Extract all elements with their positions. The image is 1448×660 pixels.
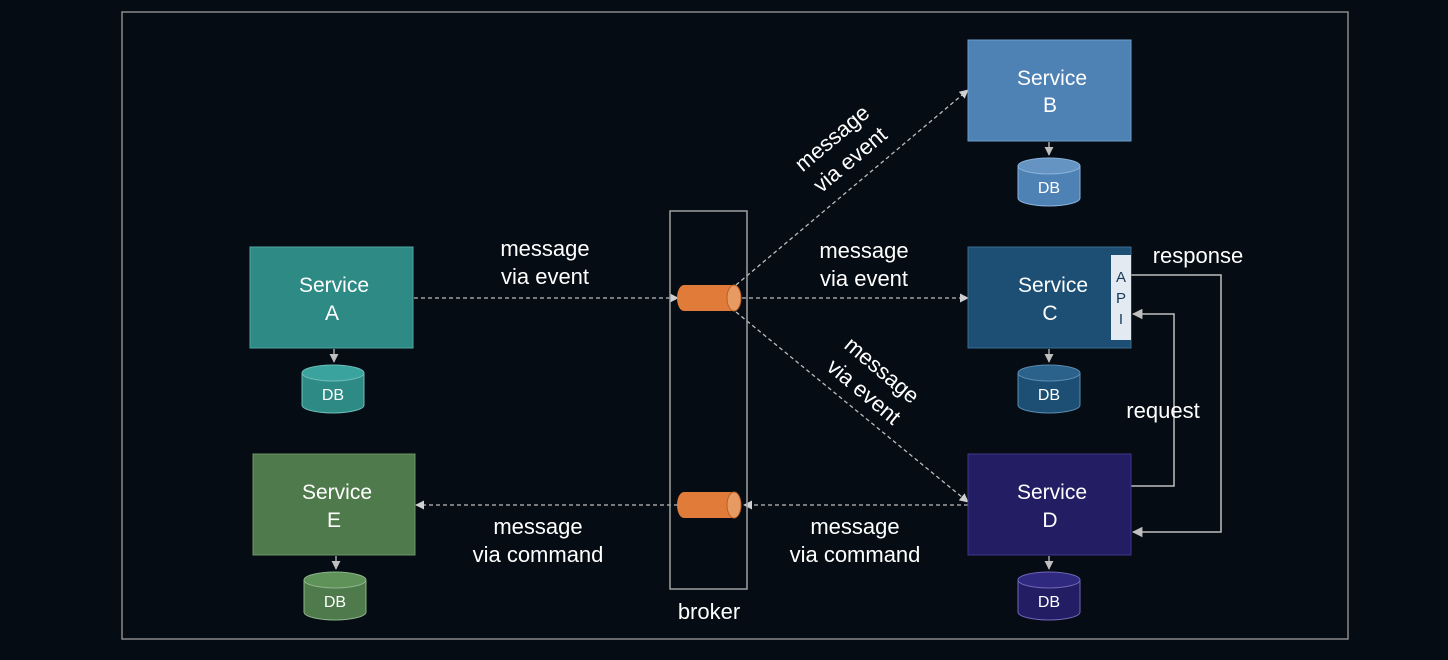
db-connectors bbox=[329, 142, 1054, 570]
response-label: response bbox=[1153, 243, 1244, 268]
broker-box bbox=[669, 210, 748, 590]
service-e-name: Service bbox=[302, 481, 372, 504]
label-broker-to-b: message via event bbox=[790, 100, 892, 198]
connectors bbox=[414, 89, 969, 510]
response-path bbox=[1131, 274, 1222, 538]
database-c: DB bbox=[1017, 364, 1081, 414]
database-b: DB bbox=[1017, 157, 1081, 207]
outer-frame bbox=[121, 11, 1349, 640]
service-b-name: Service bbox=[1017, 67, 1087, 90]
database-e-label: DB bbox=[324, 594, 346, 611]
arrow-broker-to-b bbox=[735, 89, 969, 286]
svg-text:via event: via event bbox=[820, 266, 908, 291]
database-c-label: DB bbox=[1038, 387, 1060, 404]
api-letter-i: I bbox=[1119, 311, 1123, 328]
service-e-box bbox=[252, 453, 416, 556]
queue-bottom bbox=[677, 491, 742, 519]
service-a-letter: A bbox=[325, 302, 339, 325]
label-a-to-broker: message via event bbox=[500, 236, 589, 289]
svg-text:via command: via command bbox=[790, 542, 921, 567]
arrow-broker-to-d bbox=[735, 311, 969, 503]
service-e: Service E bbox=[252, 453, 416, 556]
queue-top bbox=[677, 284, 742, 312]
api-loops bbox=[1131, 274, 1222, 538]
label-broker-to-e: message via command bbox=[473, 514, 604, 567]
service-d-name: Service bbox=[1017, 481, 1087, 504]
broker: broker bbox=[669, 210, 748, 624]
service-b-letter: B bbox=[1043, 94, 1057, 117]
service-c-letter: C bbox=[1042, 302, 1057, 325]
svg-text:message: message bbox=[819, 238, 908, 263]
svg-text:via event: via event bbox=[501, 264, 589, 289]
database-a: DB bbox=[301, 364, 365, 414]
service-b: Service B bbox=[967, 39, 1132, 142]
broker-label: broker bbox=[678, 599, 740, 624]
database-d-label: DB bbox=[1038, 594, 1060, 611]
database-e: DB bbox=[303, 571, 367, 621]
database-a-label: DB bbox=[322, 387, 344, 404]
svg-text:message: message bbox=[810, 514, 899, 539]
api-letter-a: A bbox=[1116, 269, 1126, 286]
label-broker-to-d: message via event bbox=[822, 332, 924, 430]
service-d: Service D bbox=[967, 453, 1132, 556]
label-broker-to-c: message via event bbox=[819, 238, 908, 291]
service-a-name: Service bbox=[299, 274, 369, 297]
service-c-name: Service bbox=[1018, 274, 1088, 297]
label-d-to-broker: message via command bbox=[790, 514, 921, 567]
svg-text:via command: via command bbox=[473, 542, 604, 567]
service-c-box bbox=[967, 246, 1132, 349]
api-tab bbox=[1111, 255, 1131, 340]
service-a-box bbox=[249, 246, 414, 349]
service-d-letter: D bbox=[1042, 509, 1057, 532]
database-b-label: DB bbox=[1038, 180, 1060, 197]
request-path bbox=[1131, 308, 1175, 487]
api-letter-p: P bbox=[1116, 290, 1126, 307]
service-d-box bbox=[967, 453, 1132, 556]
service-b-box bbox=[967, 39, 1132, 142]
svg-text:message: message bbox=[500, 236, 589, 261]
svg-text:message: message bbox=[493, 514, 582, 539]
service-a: Service A bbox=[249, 246, 414, 349]
service-c: Service C A P I bbox=[967, 246, 1132, 349]
service-e-letter: E bbox=[327, 509, 341, 532]
request-label: request bbox=[1126, 398, 1199, 423]
database-d: DB bbox=[1017, 571, 1081, 621]
